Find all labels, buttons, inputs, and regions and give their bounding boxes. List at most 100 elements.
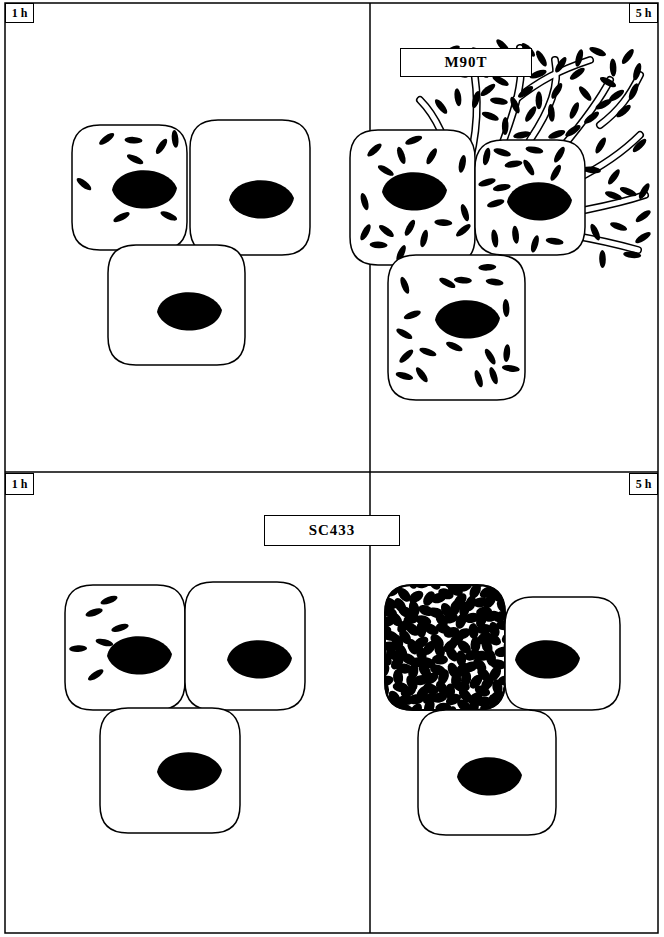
host-cell xyxy=(65,585,185,710)
bacterium xyxy=(619,185,638,198)
bacterium xyxy=(85,607,104,619)
bacterium xyxy=(545,237,564,246)
time-label: 5 h xyxy=(636,7,652,19)
nucleus xyxy=(507,182,572,220)
bacterium xyxy=(410,657,426,668)
bacterium xyxy=(95,637,114,647)
bacterium xyxy=(454,222,472,238)
bacterium xyxy=(358,223,372,242)
bacterium xyxy=(126,152,145,166)
host-cell xyxy=(100,708,240,833)
nucleus xyxy=(435,300,500,338)
bacterium xyxy=(574,48,585,67)
bacterium xyxy=(536,91,543,109)
time-label: 1 h xyxy=(12,478,28,490)
bacterium xyxy=(634,208,652,224)
bacterium xyxy=(549,81,564,100)
bacterium xyxy=(359,192,370,211)
bacterium xyxy=(502,299,510,317)
bacterium xyxy=(488,366,500,385)
nucleus xyxy=(157,752,222,790)
bacterium xyxy=(112,210,131,224)
bacterium xyxy=(418,346,437,358)
host-cell xyxy=(475,140,585,255)
bacterium xyxy=(453,88,462,107)
bacterium xyxy=(86,667,105,682)
bacterium xyxy=(476,623,493,634)
bacterium xyxy=(492,183,511,193)
bacterium xyxy=(599,75,618,89)
bacterium xyxy=(395,327,414,341)
bacterium xyxy=(552,145,567,164)
bacterium xyxy=(588,45,607,58)
bacterium xyxy=(428,632,446,650)
time-label: 1 h xyxy=(12,7,28,19)
bacterium xyxy=(502,117,509,135)
bacterium xyxy=(416,621,427,638)
host-cell xyxy=(418,710,556,835)
bacterium xyxy=(476,606,493,618)
bacterium xyxy=(380,605,398,620)
bacterium xyxy=(594,97,613,111)
bacterium xyxy=(482,147,492,166)
bacterium xyxy=(384,646,403,663)
bacterium xyxy=(414,366,430,384)
bacterium xyxy=(548,163,563,182)
bacterium xyxy=(381,571,397,590)
bacterium xyxy=(637,182,652,201)
bacterium xyxy=(634,230,653,245)
bacterium xyxy=(371,695,390,712)
bacterium xyxy=(495,572,514,588)
bacterium xyxy=(495,582,514,598)
bacterium xyxy=(553,55,569,74)
bacterium xyxy=(419,229,430,248)
bacterium xyxy=(599,250,606,268)
bacterium xyxy=(459,203,471,222)
bacterium xyxy=(438,276,457,290)
bacterium xyxy=(392,681,410,694)
bacterium xyxy=(396,663,413,674)
bacterium xyxy=(374,577,390,596)
bacterium xyxy=(493,147,512,159)
bacterium xyxy=(97,131,115,147)
bacterium xyxy=(75,176,93,192)
host-cell xyxy=(505,597,620,710)
bacterium xyxy=(433,97,449,115)
bacterium xyxy=(369,241,387,249)
bacterium xyxy=(417,603,436,618)
host-cell xyxy=(385,585,505,710)
bacterium xyxy=(604,189,623,201)
bacterium xyxy=(582,110,600,126)
strain-label-box: M90T xyxy=(400,48,532,77)
nucleus xyxy=(112,170,177,208)
bacterium xyxy=(588,223,602,242)
bacterium xyxy=(448,573,467,590)
time-label-box: 1 h xyxy=(5,473,34,495)
bacterium xyxy=(381,629,398,642)
bacterium xyxy=(623,251,642,259)
bacterium xyxy=(448,599,462,617)
bacterium xyxy=(398,695,414,705)
strain-label-box: SC433 xyxy=(264,515,400,546)
bacterium xyxy=(376,662,392,681)
bacterium xyxy=(159,209,178,222)
bacterium xyxy=(402,612,420,626)
bacterium xyxy=(99,594,118,606)
host-cell xyxy=(72,125,187,250)
bacterium xyxy=(447,631,466,649)
bacterium xyxy=(489,96,508,105)
bacterium xyxy=(631,137,649,154)
bacterium xyxy=(483,347,498,366)
bacterium xyxy=(475,665,493,684)
bacterium xyxy=(403,309,422,321)
strain-name: SC433 xyxy=(309,523,356,538)
nucleus xyxy=(457,757,522,795)
strain-name: M90T xyxy=(444,55,487,70)
nucleus xyxy=(229,180,294,218)
bacterium xyxy=(376,163,395,178)
bacterium xyxy=(568,101,581,120)
bacterium xyxy=(398,276,411,295)
bacterium xyxy=(472,597,489,609)
bacterium xyxy=(534,49,549,68)
